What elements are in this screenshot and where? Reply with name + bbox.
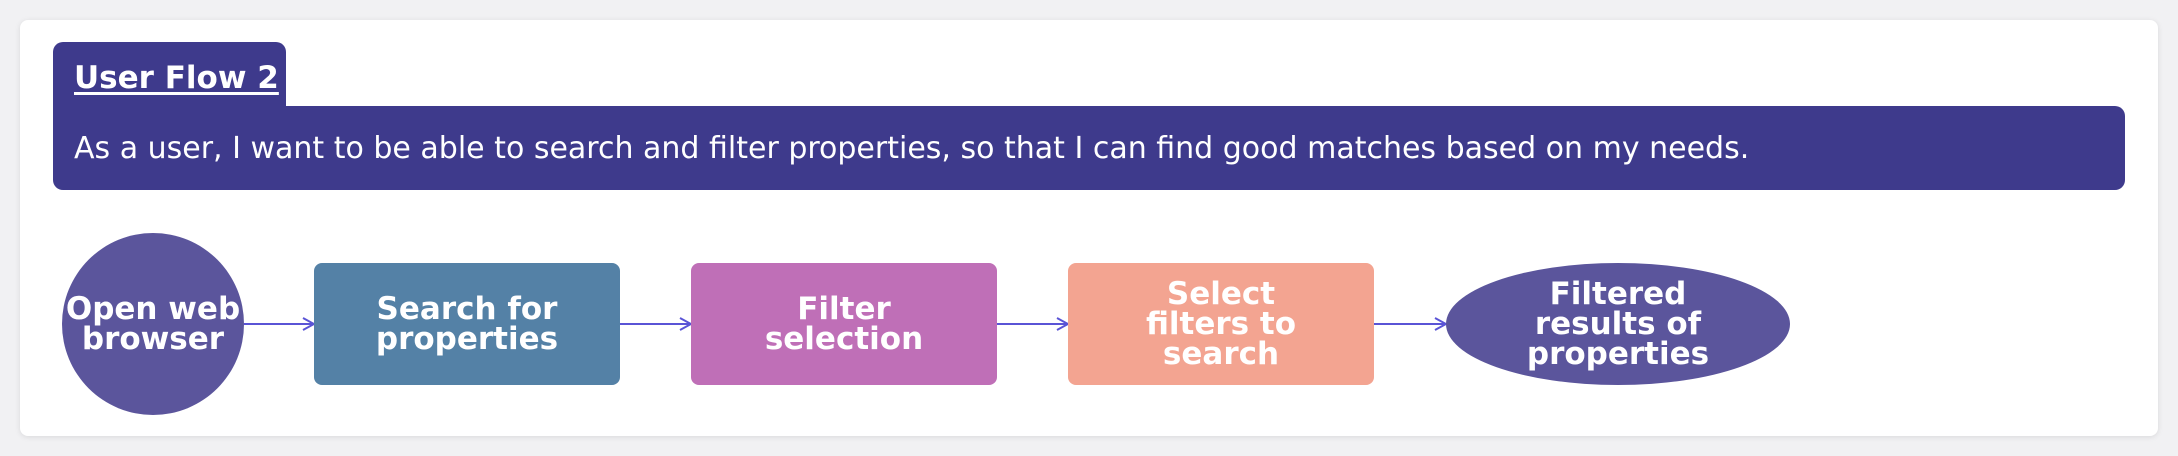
- step-label-line: properties: [375, 321, 559, 357]
- step-filtered-results-of-properties: Filtered results of properties: [1446, 263, 1790, 385]
- user-story-banner: As a user, I want to be able to search a…: [53, 106, 2125, 190]
- step-label-line: selection: [764, 321, 924, 357]
- step-label-line: Filtered: [1549, 276, 1687, 312]
- step-label-line: search: [1162, 336, 1280, 372]
- step-label-line: results of: [1534, 306, 1702, 342]
- step-label-line: Search for: [376, 291, 558, 327]
- step-filter-selection: Filter selection: [691, 263, 997, 385]
- step-label-line: Select: [1166, 276, 1276, 312]
- step-label-line: browser: [81, 321, 225, 357]
- step-label-line: properties: [1526, 336, 1710, 372]
- step-select-filters-to-search: Select filters to search: [1068, 263, 1374, 385]
- user-story-text: As a user, I want to be able to search a…: [74, 130, 1750, 166]
- step-label-line: filters to: [1145, 306, 1297, 342]
- step-label-line: Filter: [797, 291, 891, 327]
- step-open-web-browser: Open web browser: [62, 233, 244, 415]
- page-title: User Flow 2: [74, 60, 279, 96]
- step-label-line: Open web: [65, 291, 241, 327]
- step-search-for-properties: Search for properties: [314, 263, 620, 385]
